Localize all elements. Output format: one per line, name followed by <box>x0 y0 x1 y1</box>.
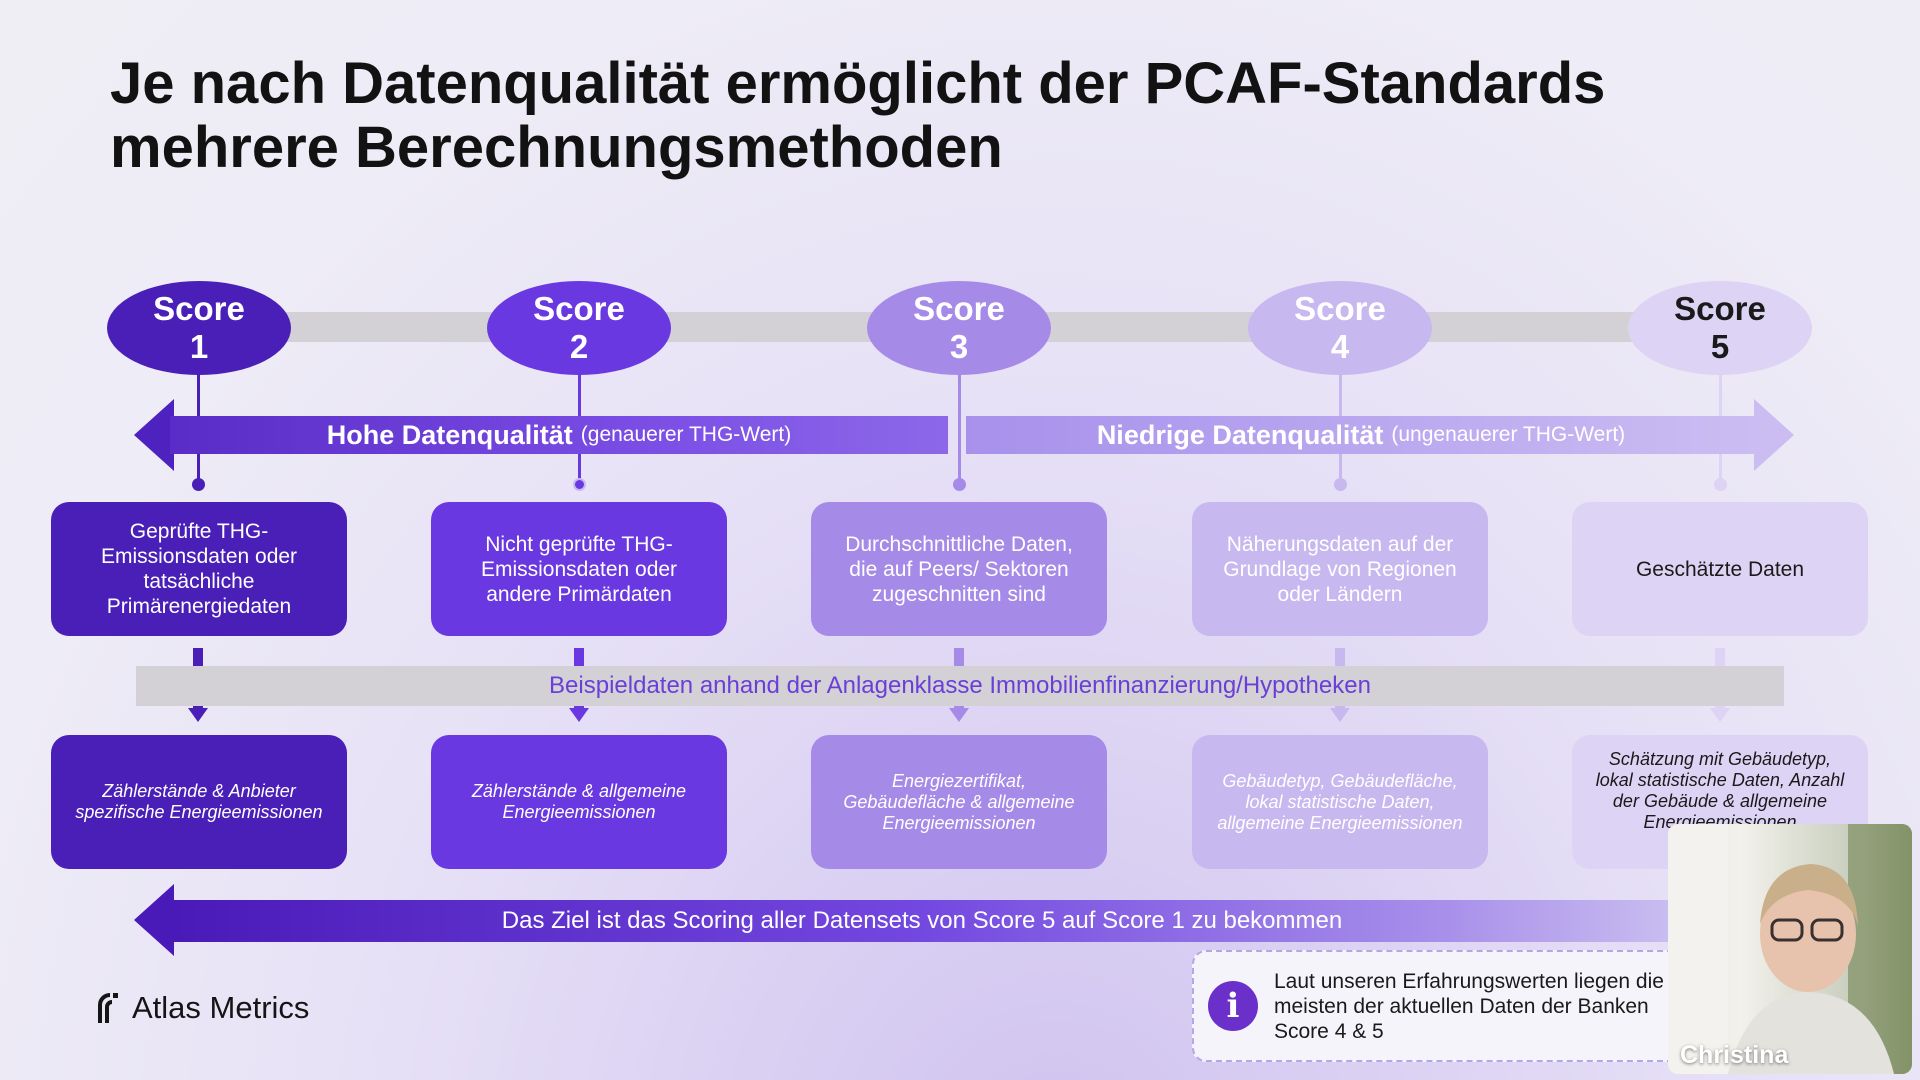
data-type-card-2: Nicht geprüfte THG-Emissionsdaten oder a… <box>431 502 727 636</box>
info-box: i Laut unseren Erfahrungswerten liegen d… <box>1192 950 1712 1062</box>
page-title: Je nach Datenqualität ermöglicht der PCA… <box>110 52 1810 180</box>
score-number: 4 <box>1330 328 1350 365</box>
score-pill-4: Score 4 <box>1248 281 1432 375</box>
low-quality-band: Niedrige Datenqualität (ungenauerer THG-… <box>966 416 1756 454</box>
title-line-1: Je nach Datenqualität ermöglicht der PCA… <box>110 51 1606 116</box>
score-number: 5 <box>1710 328 1730 365</box>
connector-dot-1 <box>192 478 205 491</box>
example-text: Zählerstände & Anbieter spezifische Ener… <box>75 781 323 822</box>
data-type-card-1: Geprüfte THG-Emissionsdaten oder tatsäch… <box>51 502 347 636</box>
example-band: Beispieldaten anhand der Anlagenklasse I… <box>136 666 1784 706</box>
presenter-name: Christina <box>1680 1041 1789 1069</box>
connector-dot-4 <box>1334 478 1347 491</box>
example-card-3: Energiezertifikat, Gebäudefläche & allge… <box>811 735 1107 869</box>
data-type-card-4: Näherungsdaten auf der Grundlage von Reg… <box>1192 502 1488 636</box>
data-type-text: Nicht geprüfte THG-Emissionsdaten oder a… <box>480 532 678 606</box>
high-quality-label: Hohe Datenqualität <box>326 419 573 450</box>
data-type-text: Durchschnittliche Daten, die auf Peers/ … <box>845 532 1073 606</box>
data-type-card-3: Durchschnittliche Daten, die auf Peers/ … <box>811 502 1107 636</box>
score-pill-3: Score 3 <box>867 281 1051 375</box>
score-label: Score <box>1674 290 1766 327</box>
data-type-card-5: Geschätzte Daten <box>1572 502 1868 636</box>
logo-text: Atlas Metrics <box>132 990 310 1025</box>
example-card-4: Gebäudetyp, Gebäudefläche, lokal statist… <box>1192 735 1488 869</box>
info-line-1: Laut unseren Erfahrungswerten liegen die <box>1274 969 1664 993</box>
goal-text: Das Ziel ist das Scoring aller Datensets… <box>501 907 1343 934</box>
atlas-logo-icon <box>98 993 118 1023</box>
score-label: Score <box>913 290 1005 327</box>
score-number: 1 <box>189 328 209 365</box>
goal-arrow-head <box>134 884 174 956</box>
low-quality-sub: (ungenauerer THG-Wert) <box>1391 423 1626 446</box>
example-text: Energiezertifikat, Gebäudefläche & allge… <box>843 770 1075 833</box>
score-label: Score <box>153 290 245 327</box>
data-type-text: Geprüfte THG-Emissionsdaten oder tatsäch… <box>100 520 298 618</box>
data-type-text: Geschätzte Daten <box>1635 557 1805 581</box>
data-type-text: Näherungsdaten auf der Grundlage von Reg… <box>1223 532 1457 606</box>
info-text: Laut unseren Erfahrungswerten liegen die… <box>1274 969 1664 1044</box>
info-line-2: meisten der aktuellen Daten der Banken <box>1274 994 1649 1018</box>
score-pill-2: Score 2 <box>487 281 671 375</box>
down-arrow-4 <box>1330 708 1350 722</box>
info-line-3: Score 4 & 5 <box>1274 1019 1384 1043</box>
quality-arrow-left-head <box>134 399 174 471</box>
score-label: Score <box>533 290 625 327</box>
down-arrow-2 <box>569 708 589 722</box>
connector-dot-5 <box>1714 478 1727 491</box>
presenter-video[interactable]: Christina <box>1668 824 1912 1074</box>
example-card-2: Zählerstände & allgemeine Energieemissio… <box>431 735 727 869</box>
down-arrow-3 <box>949 708 969 722</box>
score-number: 2 <box>569 328 589 365</box>
example-card-1: Zählerstände & Anbieter spezifische Ener… <box>51 735 347 869</box>
info-icon: i <box>1208 981 1258 1031</box>
down-arrow-1 <box>188 708 208 722</box>
score-number: 3 <box>949 328 969 365</box>
low-quality-label: Niedrige Datenqualität <box>1096 419 1384 450</box>
high-quality-band: Hohe Datenqualität (genauerer THG-Wert) <box>170 416 948 454</box>
connector-dot-3 <box>953 478 966 491</box>
score-pill-1: Score 1 <box>107 281 291 375</box>
presenter-avatar <box>1668 824 1912 1074</box>
quality-arrow-right-head <box>1754 399 1794 471</box>
example-band-label: Beispieldaten anhand der Anlagenklasse I… <box>549 672 1371 699</box>
atlas-metrics-logo: Atlas Metrics <box>96 990 309 1026</box>
example-text: Schätzung mit Gebäudetyp, lokal statisti… <box>1595 749 1845 832</box>
title-line-2: mehrere Berechnungsmethoden <box>110 115 1003 180</box>
down-arrow-5 <box>1710 708 1730 722</box>
connector-dot-2 <box>573 478 586 491</box>
example-text: Zählerstände & allgemeine Energieemissio… <box>471 781 687 822</box>
example-text: Gebäudetyp, Gebäudefläche, lokal statist… <box>1217 770 1463 833</box>
score-pill-5: Score 5 <box>1628 281 1812 375</box>
goal-band: Das Ziel ist das Scoring aller Datensets… <box>172 900 1672 942</box>
high-quality-sub: (genauerer THG-Wert) <box>580 423 792 446</box>
score-label: Score <box>1294 290 1386 327</box>
connector-line-3 <box>958 360 961 480</box>
